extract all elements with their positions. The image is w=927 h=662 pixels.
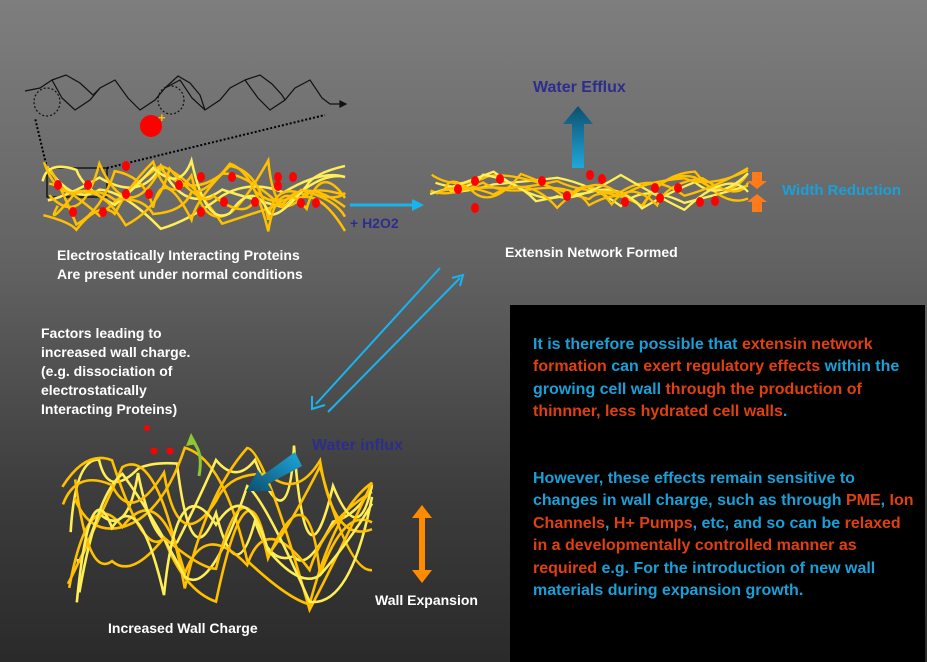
fiber-network-expanded — [61, 445, 374, 614]
protein-dot — [656, 193, 664, 203]
released-proteins — [144, 425, 174, 455]
fiber — [430, 170, 749, 210]
protein-dot — [122, 189, 130, 199]
h2o2-arrow — [350, 199, 424, 211]
protein-dot — [99, 207, 107, 217]
protein-dot — [471, 176, 479, 186]
protein-dot — [274, 172, 282, 182]
text-segment: extensin network formation — [533, 336, 873, 376]
factors-line: increased wall charge. — [41, 344, 191, 360]
protein-dot — [220, 197, 228, 207]
text-segment: , — [605, 514, 614, 532]
factors-line: Interacting Proteins) — [41, 401, 178, 417]
fiber — [67, 490, 373, 589]
water-efflux-label: Water Efflux — [533, 79, 626, 96]
h2o2-label: + H2O2 — [350, 215, 399, 231]
fiber — [75, 502, 374, 603]
text-segment: , etc, and so can be — [692, 514, 845, 532]
reversible-arrows — [311, 267, 465, 413]
protein-dot — [289, 172, 297, 182]
water-influx-arrow-icon — [246, 452, 302, 491]
text-segment: H+ Pumps — [613, 514, 693, 532]
protein-dot — [454, 184, 462, 194]
fiber-network-extensin — [429, 167, 750, 212]
increased-wall-charge-label: Increased Wall Charge — [108, 620, 258, 636]
fiber — [435, 169, 749, 210]
fiber — [52, 162, 347, 232]
protein-dot — [312, 198, 320, 208]
text-segment: exert regulatory effects — [643, 358, 825, 376]
protein-dot — [84, 180, 92, 190]
protein-dot — [297, 198, 305, 208]
fiber — [431, 172, 749, 208]
protein-dot — [197, 207, 205, 217]
protein-dot — [711, 196, 719, 206]
protein-dot — [122, 161, 130, 171]
protein-dot — [69, 207, 77, 217]
protein-dot — [538, 176, 546, 186]
factors-label: Factors leading to increased wall charge… — [41, 324, 190, 419]
protein-dot — [274, 181, 282, 191]
wall-expansion-arrow-icon — [412, 505, 432, 583]
conclusion-paragraph-1: It is therefore possible that extensin n… — [533, 334, 918, 424]
text-segment: Ion Channels — [533, 492, 914, 532]
text-segment: . — [782, 403, 788, 421]
protein-dot — [197, 172, 205, 182]
fiber-network-normal — [41, 156, 347, 232]
conclusion-textbox: It is therefore possible that extensin n… — [510, 305, 925, 662]
protein-dot — [696, 197, 704, 207]
text-segment: It is therefore possible that — [533, 336, 742, 353]
factors-line: (e.g. dissociation of — [41, 363, 173, 379]
protein-dot — [175, 180, 183, 190]
water-efflux-arrow-icon — [563, 106, 593, 168]
width-reduction-label: Width Reduction — [782, 182, 902, 199]
protein-dot — [251, 197, 259, 207]
text-segment: However, these effects remain sensitive … — [533, 470, 855, 510]
text-segment: PME — [845, 492, 881, 510]
release-arrow-icon — [186, 433, 202, 477]
fiber — [61, 456, 373, 533]
positive-charge-sign: + — [158, 110, 166, 125]
protein-dot — [228, 172, 236, 182]
factors-line: Factors leading to — [41, 325, 162, 341]
protein-dot — [598, 174, 606, 184]
fiber — [46, 164, 346, 227]
extensin-network-label: Extensin Network Formed — [505, 244, 678, 260]
fiber — [441, 167, 749, 198]
protein-dot — [586, 170, 594, 180]
protein-dot — [496, 174, 504, 184]
cation-ball — [140, 115, 162, 137]
protein-dot — [54, 180, 62, 190]
fiber — [73, 446, 373, 606]
wall-expansion-label: Wall Expansion — [375, 592, 478, 608]
protein-dot — [621, 197, 629, 207]
protein-dot — [471, 203, 479, 213]
protein-dot — [674, 183, 682, 193]
polysaccharide-structure — [24, 74, 348, 117]
text-segment: e.g. For the introduction of new wall ma… — [533, 559, 876, 600]
protein-dot — [145, 189, 153, 199]
protein-dot — [563, 191, 571, 201]
proteins — [54, 161, 719, 217]
water-influx-label: Water influx — [312, 437, 403, 454]
normal-conditions-label-line1: Electrostatically Interacting Proteins — [57, 247, 300, 263]
fiber — [78, 472, 374, 604]
width-reduction-arrows-icon — [747, 172, 767, 212]
factors-line: electrostatically — [41, 382, 147, 398]
text-segment: through the production of thinnner, less… — [533, 380, 862, 421]
protein-dot — [651, 183, 659, 193]
text-segment: relaxed in a developmentally controlled … — [533, 514, 901, 577]
text-segment: within the growing cell wall — [533, 358, 900, 398]
text-segment: , — [880, 492, 890, 510]
text-segment: can — [611, 358, 644, 376]
conclusion-paragraph-2: However, these effects remain sensitive … — [533, 468, 918, 602]
normal-conditions-label-line2: Are present under normal conditions — [57, 266, 303, 282]
fiber — [69, 458, 374, 562]
